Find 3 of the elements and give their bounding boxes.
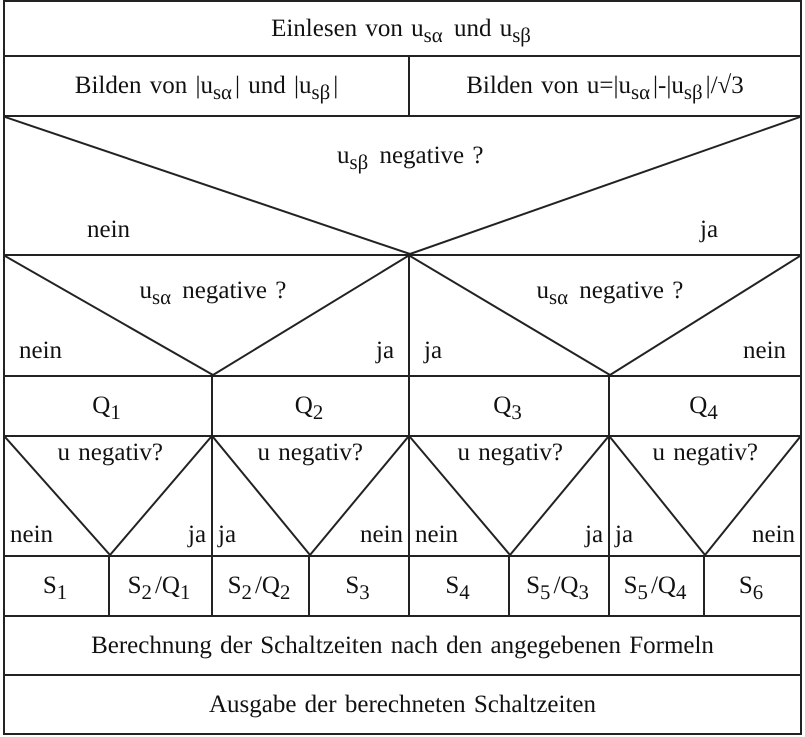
process-step: Einlesen von u$_{sα}$ und u$_{sβ}$ bbox=[3, 0, 802, 57]
process-step: Berechnung der Schaltzeiten nach den angegebenen Formeln bbox=[3, 615, 802, 676]
process-step: Ausgabe der berechneten Schaltzeiten bbox=[3, 674, 802, 735]
